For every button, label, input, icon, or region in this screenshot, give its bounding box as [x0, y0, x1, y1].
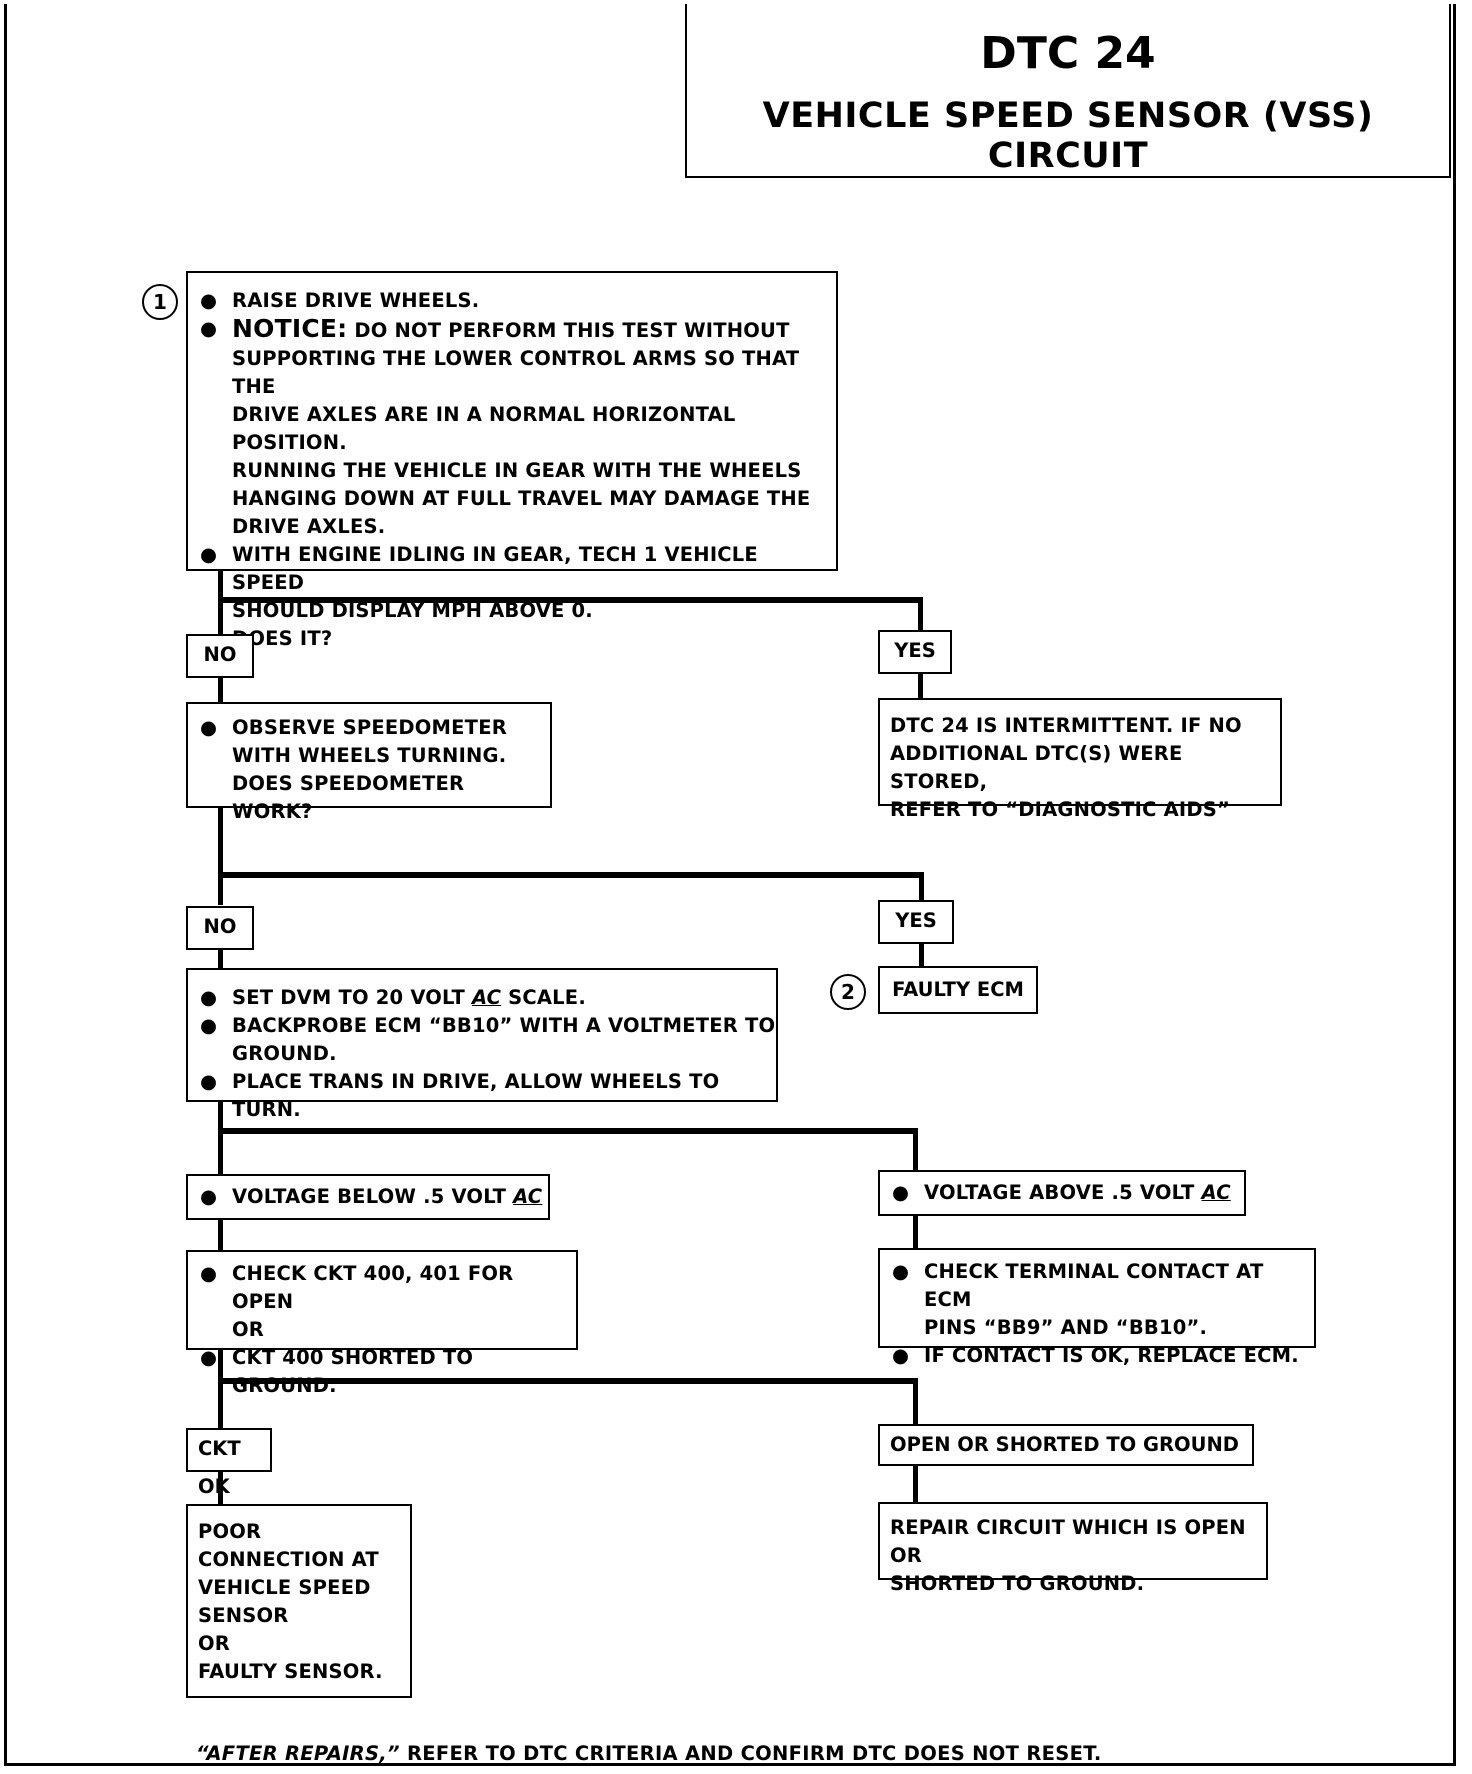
connector-line: [218, 1100, 223, 1174]
title-block: DTC 24 VEHICLE SPEED SENSOR (VSS) CIRCUI…: [685, 4, 1451, 178]
bullet-icon: ●: [200, 1014, 218, 1037]
branch2-no-label: NO: [186, 906, 254, 950]
bullet-icon: ●: [200, 543, 218, 566]
ckt-ok-label: CKT OK: [186, 1428, 272, 1498]
branch1-no-label: NO: [186, 634, 254, 678]
check-ckt-box: ●CHECK CKT 400, 401 FOR OPEN OR ●CKT 400…: [186, 1250, 578, 1397]
page-subtitle: VEHICLE SPEED SENSOR (VSS) CIRCUIT: [762, 96, 1374, 176]
connector-line: [918, 597, 923, 633]
connector-line: [218, 1128, 918, 1134]
poor-connection-box: POOR CONNECTION AT VEHICLE SPEED SENSOR …: [186, 1504, 412, 1698]
bullet-icon: ●: [200, 1070, 218, 1093]
connector-line: [913, 1214, 918, 1248]
bullet-icon: ●: [200, 1346, 218, 1369]
voltage-below-box: ●VOLTAGE BELOW .5 VOLT AC: [186, 1174, 550, 1220]
page-frame: [4, 4, 1456, 1766]
bullet-icon: ●: [200, 986, 218, 1009]
connector-line: [218, 948, 223, 968]
bullet-icon: ●: [200, 1262, 218, 1285]
connector-line: [218, 1470, 223, 1504]
step2-box: ●OBSERVE SPEEDOMETER WITH WHEELS TURNING…: [186, 702, 552, 823]
connector-line: [218, 597, 923, 603]
bullet-icon: ●: [200, 317, 218, 340]
open-shorted-label: OPEN OR SHORTED TO GROUND: [878, 1424, 1254, 1466]
connector-line: [913, 1464, 918, 1502]
notice-label: NOTICE:: [232, 314, 348, 343]
step1-bullet-1: ●RAISE DRIVE WHEELS.: [188, 287, 836, 315]
voltage-above-box: ●VOLTAGE ABOVE .5 VOLT AC: [878, 1170, 1246, 1216]
connector-line: [218, 872, 924, 878]
connector-line: [218, 1348, 223, 1428]
bullet-icon: ●: [200, 716, 218, 739]
step-marker-2: 2: [830, 974, 866, 1010]
step1-bullet-3: ●WITH ENGINE IDLING IN GEAR, TECH 1 VEHI…: [200, 543, 758, 594]
step3-box: ●SET DVM TO 20 VOLT AC SCALE. ●BACKPROBE…: [186, 968, 778, 1121]
connector-line: [919, 872, 924, 900]
branch2-yes-label: YES: [878, 900, 954, 944]
bullet-icon: ●: [200, 289, 218, 312]
repair-circuit-box: REPAIR CIRCUIT WHICH IS OPEN OR SHORTED …: [878, 1502, 1268, 1595]
connector-line: [913, 1128, 918, 1170]
connector-line: [919, 942, 924, 966]
intermittent-result-box: DTC 24 IS INTERMITTENT. IF NO ADDITIONAL…: [878, 698, 1282, 821]
connector-line: [218, 1216, 223, 1250]
bullet-icon: ●: [892, 1260, 910, 1283]
connector-line: [913, 1378, 918, 1424]
faulty-ecm-box: FAULTY ECM: [878, 966, 1038, 1014]
page-title: DTC 24: [980, 28, 1156, 79]
check-terminal-box: ●CHECK TERMINAL CONTACT AT ECM PINS “BB9…: [878, 1248, 1316, 1367]
bullet-icon: ●: [200, 1185, 218, 1208]
branch1-yes-label: YES: [878, 630, 952, 674]
connector-line: [218, 676, 223, 702]
step1-notice: ●NOTICE: DO NOT PERFORM THIS TEST WITHOU…: [200, 314, 790, 343]
step-marker-1: 1: [142, 284, 178, 320]
footer-note: “AFTER REPAIRS,” REFER TO DTC CRITERIA A…: [196, 1742, 1102, 1765]
connector-line: [918, 672, 923, 698]
connector-line: [218, 1378, 918, 1384]
connector-line: [218, 805, 223, 905]
bullet-icon: ●: [892, 1181, 910, 1204]
step1-box: ●RAISE DRIVE WHEELS. ●NOTICE: DO NOT PER…: [186, 271, 838, 650]
step1-question: DOES IT?: [232, 627, 333, 650]
bullet-icon: ●: [892, 1344, 910, 1367]
